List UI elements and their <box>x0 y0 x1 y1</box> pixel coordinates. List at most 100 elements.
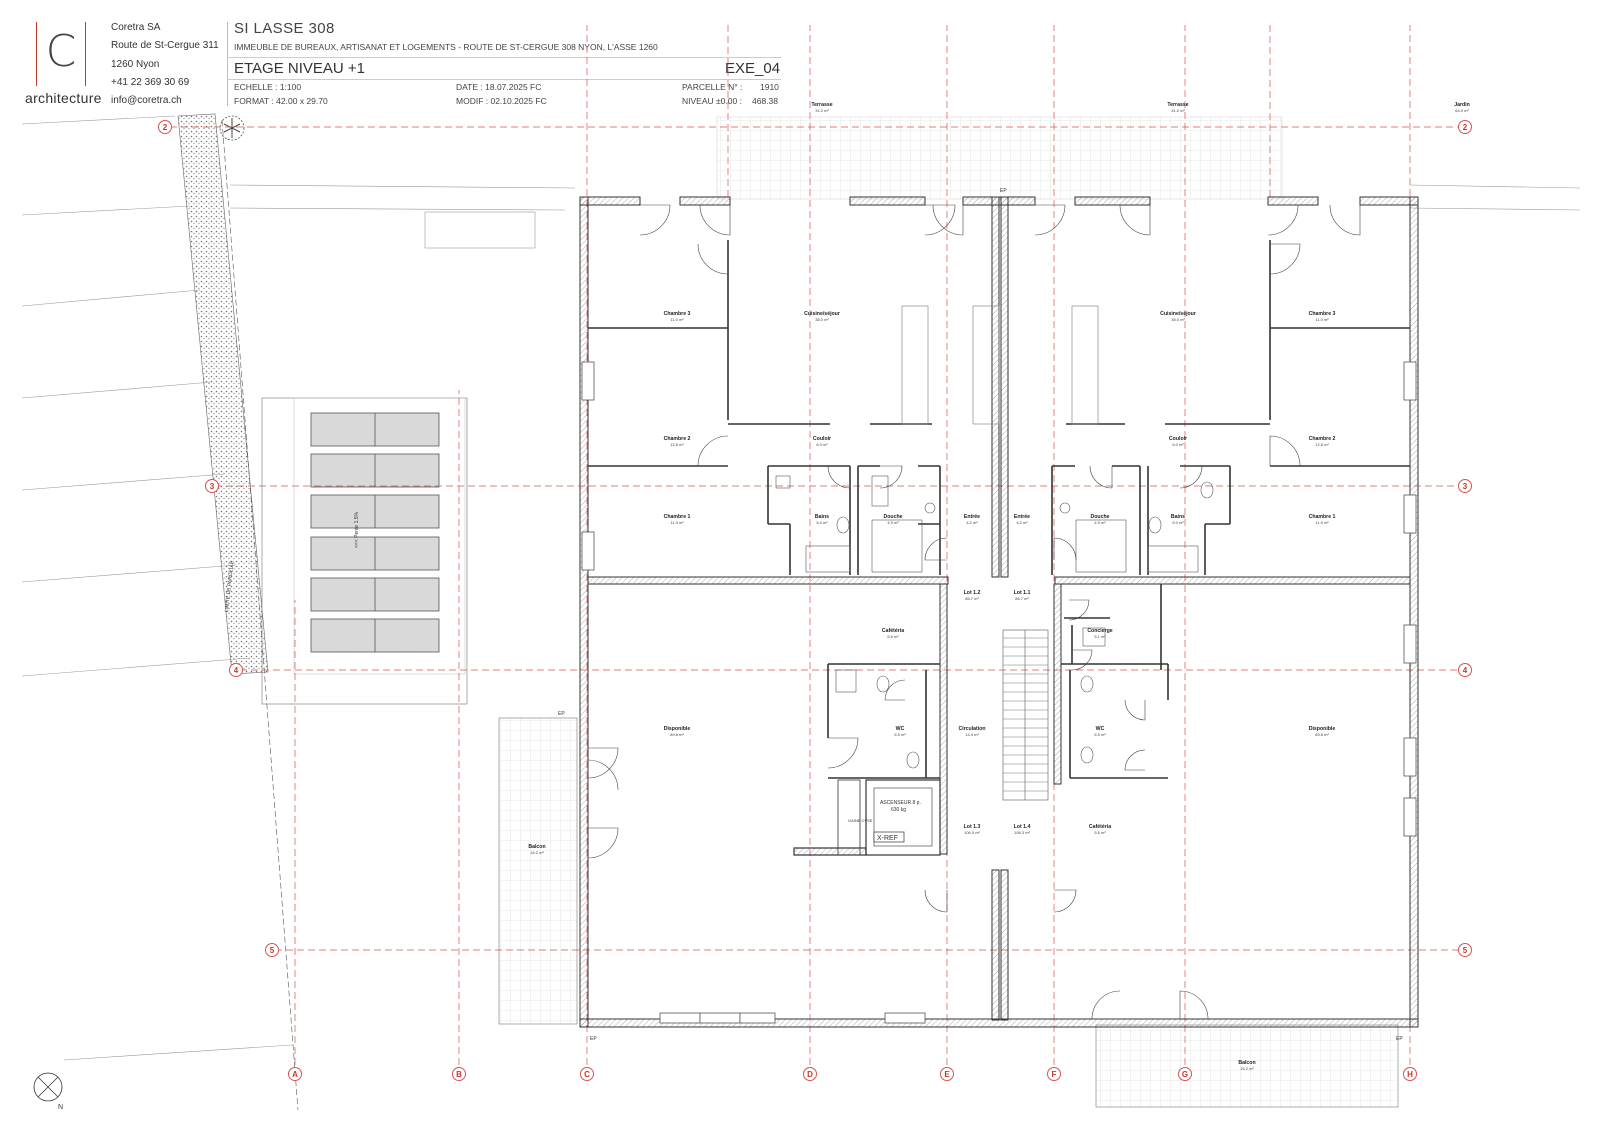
company-phone: +41 22 369 30 69 <box>111 77 190 88</box>
door-swing <box>1119 204 1151 236</box>
meta-parcelle-value: 1910 <box>760 82 779 92</box>
room-name: Lot 1.4 <box>1014 824 1031 830</box>
room-area: 5.0 m² <box>816 520 828 525</box>
axis-B-label: B <box>456 1070 462 1079</box>
room-name: Entrée <box>1014 514 1030 520</box>
room-name: Bains <box>1171 514 1185 520</box>
title-block-divider <box>227 22 228 106</box>
door-swing <box>827 465 851 489</box>
xref-label: X-REF <box>877 835 898 842</box>
room-name: Disponible <box>1309 726 1336 732</box>
room-name: Balcon <box>1238 1060 1255 1066</box>
room-area: 64.0 m² <box>1455 108 1469 113</box>
room-area: 4.2 m² <box>1016 520 1028 525</box>
room-area: 11.0 m² <box>1315 317 1329 322</box>
shaft-label: GAINE CVSE <box>848 818 873 823</box>
axis-3-bubble <box>1458 479 1472 493</box>
windows <box>581 361 1417 1024</box>
axis-2-bubble <box>158 120 172 134</box>
axis-5-label: 5 <box>270 946 275 955</box>
room-name: Cuisine/séjour <box>804 311 840 317</box>
room-area: 16.2 m² <box>530 850 544 855</box>
company-street: Route de St-Cergue 311 <box>111 40 219 51</box>
company-email[interactable]: info@coretra.ch <box>111 95 182 106</box>
room-area: 86.7 m² <box>965 596 979 601</box>
room-name: WC <box>1096 726 1105 732</box>
room-area: 16.2 m² <box>1240 1066 1254 1071</box>
site-context <box>21 115 1581 1061</box>
door-swing <box>879 465 903 489</box>
door-swing <box>697 243 729 275</box>
door-swing <box>1269 435 1301 467</box>
sanitary-fixtures <box>775 475 1214 769</box>
axis-2-label: 2 <box>163 123 168 132</box>
room-area: 5.6 m² <box>1094 830 1106 835</box>
tree-icon <box>219 115 245 141</box>
axis-D-bubble <box>803 1067 817 1081</box>
door-swings <box>587 204 1361 1020</box>
interior-partitions <box>588 240 1410 779</box>
room-area: 89.6 m² <box>670 732 684 737</box>
meta-niveau-value: 468.38 <box>752 96 778 106</box>
room-name: Lot 1.1 <box>1014 590 1031 596</box>
slope-label: <<< Pente 1.5% <box>354 511 360 548</box>
meta-scale: ECHELLE : 1:100 <box>234 82 302 92</box>
axis-C-label: C <box>584 1070 590 1079</box>
axis-H-bubble <box>1403 1067 1417 1081</box>
project-title: SI LASSE 308 <box>234 20 335 37</box>
north-label: N <box>58 1104 63 1111</box>
elevator-capacity: 630 kg <box>891 807 906 813</box>
door-swing <box>699 204 731 236</box>
axis-3-label: 3 <box>210 482 215 491</box>
door-swing <box>924 889 948 913</box>
door-swing <box>1267 204 1299 236</box>
logo-frame: C <box>36 22 86 86</box>
axis-5-bubble <box>1458 943 1472 957</box>
room-name: Cafétéria <box>1089 824 1111 830</box>
elevator-core <box>793 779 941 856</box>
axis-4-label: 4 <box>1463 666 1468 675</box>
ep-mark: EP <box>1000 188 1007 194</box>
axis-3-bubble <box>205 479 219 493</box>
door-swing <box>1068 599 1090 621</box>
room-name: Lot 1.2 <box>964 590 981 596</box>
door-swing <box>1089 465 1113 489</box>
room-name: Chambre 1 <box>1309 514 1336 520</box>
room-area: 31.2 m² <box>1171 108 1185 113</box>
room-area: 38.0 m² <box>1171 317 1185 322</box>
room-area: 6.0 m² <box>1172 442 1184 447</box>
axis-3-label: 3 <box>1463 482 1468 491</box>
room-name: Terrasse <box>811 102 832 108</box>
ep-mark: EP <box>1396 1036 1403 1042</box>
axis-E-label: E <box>944 1070 950 1079</box>
room-area: 89.6 m² <box>1315 732 1329 737</box>
sheet-title: ETAGE NIVEAU +1 <box>234 60 366 77</box>
room-area: 106.5 m² <box>964 830 980 835</box>
title-rule-bottom <box>227 79 781 80</box>
axis-A-label: A <box>292 1070 298 1079</box>
ep-mark: EP <box>558 711 565 717</box>
door-swing <box>1124 699 1146 721</box>
meta-format: FORMAT : 42.00 x 29.70 <box>234 96 328 106</box>
room-area: 31.2 m² <box>815 108 829 113</box>
room-name: Couloir <box>1169 436 1187 442</box>
axis-G-bubble <box>1178 1067 1192 1081</box>
door-swing <box>1053 537 1077 561</box>
door-swing <box>1124 749 1146 771</box>
balcony-west-tiles <box>498 717 578 1025</box>
ep-mark: EP <box>590 1036 597 1042</box>
room-area: 12.6 m² <box>1315 442 1329 447</box>
axis-5-bubble <box>265 943 279 957</box>
axis-4-bubble <box>1458 663 1472 677</box>
parcel-boundary-hedge <box>177 113 269 675</box>
room-name: Couloir <box>813 436 831 442</box>
door-swing <box>827 737 859 769</box>
room-area: 5.1 m² <box>1094 634 1106 639</box>
room-name: WC <box>896 726 905 732</box>
door-swing <box>884 679 906 701</box>
room-name: Concierge <box>1087 628 1112 634</box>
room-area: 6.0 m² <box>816 442 828 447</box>
door-swing <box>1053 889 1077 913</box>
